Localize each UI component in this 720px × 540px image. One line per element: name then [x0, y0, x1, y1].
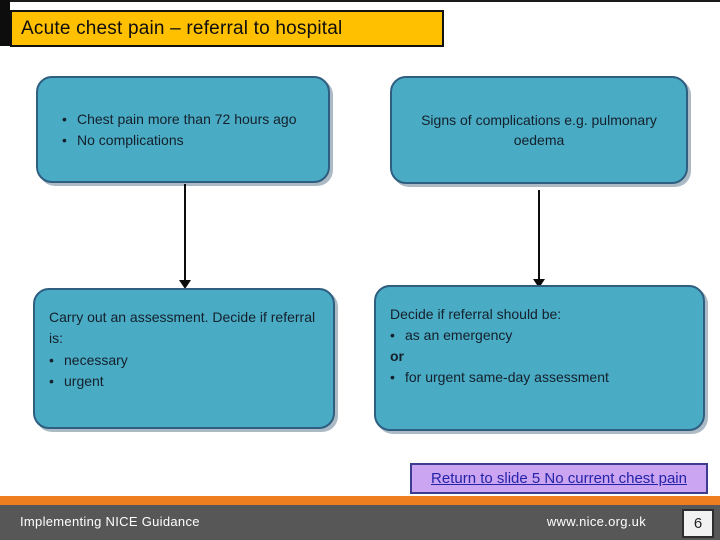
orange-divider [0, 496, 720, 505]
list-item: • as an emergency [390, 325, 689, 346]
flowbox-intro: Decide if referral should be: [390, 306, 562, 322]
flowbox-chest-pain-history: • Chest pain more than 72 hours ago • No… [36, 76, 330, 183]
bullet-icon: • [62, 111, 67, 127]
connector-right [538, 190, 540, 281]
list-item: • No complications [62, 132, 318, 148]
list-item-text: No complications [77, 132, 184, 148]
list-item: • urgent [49, 371, 319, 392]
top-edge-line [0, 0, 720, 2]
flowbox-intro: Carry out an assessment. Decide if refer… [49, 309, 316, 347]
slide-title-box: Acute chest pain – referral to hospital [10, 10, 444, 47]
connector-word: or [390, 348, 404, 364]
list-item-text: as an emergency [405, 327, 513, 343]
return-to-slide-5-link[interactable]: Return to slide 5 No current chest pain [431, 470, 687, 487]
list-item-text: urgent [64, 372, 104, 389]
slide-title: Acute chest pain – referral to hospital [21, 17, 343, 39]
bullet-icon: • [49, 351, 54, 368]
list-item-text: for urgent same-day assessment [405, 369, 609, 385]
corner-block [0, 0, 10, 46]
flowbox-carry-out-assessment: Carry out an assessment. Decide if refer… [33, 288, 335, 429]
return-link-box: Return to slide 5 No current chest pain [410, 463, 708, 494]
arrow-down-icon [179, 280, 191, 289]
list-item: • necessary [49, 350, 319, 371]
page-number: 6 [693, 515, 703, 532]
arrow-down-icon [533, 279, 545, 288]
bullet-icon: • [62, 132, 67, 148]
list-item-text: Chest pain more than 72 hours ago [77, 111, 297, 127]
page-number-box: 6 [682, 509, 714, 538]
footer-brand-text: Implementing NICE Guidance [20, 514, 200, 529]
list-item-text: necessary [64, 351, 128, 368]
bullet-icon: • [390, 327, 395, 343]
bullet-icon: • [390, 369, 395, 385]
connector-left [184, 184, 186, 281]
bullet-icon: • [49, 372, 54, 389]
flowbox-text: Signs of complications e.g. pulmonary oe… [421, 111, 657, 148]
footer-website: www.nice.org.uk [546, 514, 646, 529]
list-item: • Chest pain more than 72 hours ago [62, 111, 318, 127]
footer-bar: Implementing NICE Guidance www.nice.org.… [0, 505, 720, 540]
flowbox-signs-of-complications: Signs of complications e.g. pulmonary oe… [390, 76, 688, 184]
list-item: • for urgent same-day assessment [390, 367, 689, 388]
flowbox-decide-referral: Decide if referral should be: • as an em… [374, 285, 705, 431]
